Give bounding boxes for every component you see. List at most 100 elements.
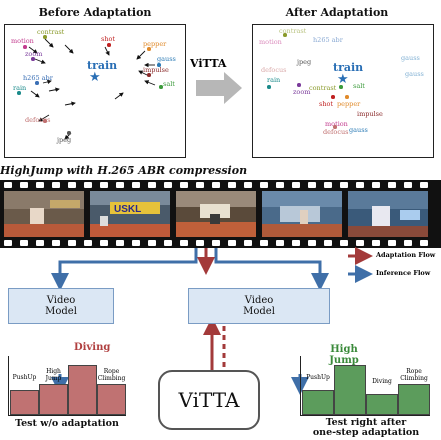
bar-label-rope-climbing: Rope Climbing <box>400 368 428 383</box>
film-strip-graphic: USKL <box>4 182 428 246</box>
label-gauss: gauss <box>401 54 420 62</box>
video-model-right-line1: Video <box>244 295 274 306</box>
bar-label-diving: Diving <box>372 378 392 386</box>
svg-text:USKL: USKL <box>114 204 141 215</box>
rain-dot <box>17 91 21 95</box>
label-gauss: gauss <box>157 55 176 63</box>
film-strip: USKL <box>0 180 441 248</box>
label-shot: shot <box>101 35 116 43</box>
film-title-italic: H.265 ABR compression <box>97 164 248 177</box>
pepper-dot <box>345 95 349 99</box>
salt-dot <box>339 85 343 89</box>
label-motion: motion <box>259 38 282 46</box>
video-model-left-line1: Video <box>46 295 76 306</box>
label-jpeg: jpeg <box>297 58 312 66</box>
right-caption-line2: one-step adaptation <box>312 427 420 438</box>
zoom-dot <box>31 57 35 61</box>
after-adaptation-panel: contrast motion h265 abr jpeg gauss rain… <box>252 24 434 158</box>
label-defocus: defocus <box>25 116 51 124</box>
bar-diving <box>366 394 398 415</box>
label-pepper: pepper <box>143 40 167 48</box>
left-chart-caption: Test w/o adaptation <box>15 418 119 429</box>
before-adaptation-panel: contrast motion zoom h265 abr rain shot … <box>4 24 186 158</box>
bar-label-high-jump: High Jump <box>45 368 62 383</box>
right-highlight-label: High Jump <box>329 344 359 366</box>
label-h265-abr: h265 abr <box>23 74 53 82</box>
video-model-right-line2: Model <box>243 306 275 317</box>
shot-dot <box>331 95 335 99</box>
video-frame-3 <box>176 191 256 237</box>
label-shot: shot <box>319 100 334 108</box>
label-motion-2: motion <box>325 120 348 128</box>
train-star-icon: ★ <box>337 72 349 87</box>
before-arrows <box>28 38 156 140</box>
gauss-dot <box>157 63 161 67</box>
label-salt: salt <box>353 82 365 90</box>
train-label: train <box>333 61 364 74</box>
label-defocus: defocus <box>323 128 349 136</box>
vitta-arrow-label: ViTTA <box>190 57 227 70</box>
vitta-box: ViTTA <box>158 370 260 430</box>
label-motion: motion <box>11 37 34 45</box>
label-defocus-2: defocus <box>261 66 287 74</box>
film-strip-title: HighJump with H.265 ABR compression <box>0 164 247 177</box>
shot-dot <box>107 43 111 47</box>
label-zoom: zoom <box>25 50 43 58</box>
legend-adaptation-flow: Adaptation Flow <box>376 251 436 259</box>
label-impulse: impulse <box>143 66 169 74</box>
bar-diving <box>68 364 97 415</box>
train-label: train <box>87 59 118 72</box>
contrast-dot <box>283 33 287 37</box>
label-contrast: contrast <box>37 28 65 36</box>
defocus-dot <box>43 119 47 123</box>
film-title-prefix: HighJump with <box>0 164 98 177</box>
h265-abr-dot <box>35 81 39 85</box>
rain-dot <box>267 85 271 89</box>
video-frame-5 <box>348 191 428 237</box>
left-chart-bars: PushUp High Jump Rope Climbing <box>10 356 126 415</box>
left-chart: PushUp High Jump Rope Climbing Diving <box>8 342 126 416</box>
motion-dot <box>23 45 27 49</box>
label-salt: salt <box>163 80 175 88</box>
label-contrast-2: contrast <box>309 84 337 92</box>
label-pepper: pepper <box>337 100 361 108</box>
label-jpeg: jpeg <box>57 136 72 144</box>
right-chart-caption: Test right after one-step adaptation <box>298 418 434 438</box>
left-highlight-label: Diving <box>74 342 111 353</box>
label-zoom: zoom <box>293 88 311 96</box>
label-impulse: impulse <box>357 110 383 118</box>
label-rain: rain <box>13 84 27 92</box>
bar-high-jump <box>39 384 68 415</box>
label-gauss-3: gauss <box>405 70 424 78</box>
bar-rope-climbing <box>398 384 430 415</box>
grey-arrow-icon <box>196 72 242 104</box>
before-adaptation-title: Before Adaptation <box>38 6 152 19</box>
bar-label-pushup: PushUp <box>12 374 37 382</box>
pepper-dot <box>147 47 151 51</box>
bar-label-pushup: PushUp <box>306 374 330 382</box>
video-model-left: Video Model <box>8 288 114 324</box>
bar-pushup <box>302 390 334 415</box>
label-contrast: contrast <box>279 27 307 35</box>
flow-arrows <box>51 247 373 395</box>
legend-arrows <box>348 247 373 283</box>
label-gauss-2: gauss <box>349 126 368 134</box>
zoom-dot <box>297 83 301 87</box>
jpeg-dot <box>67 131 71 135</box>
label-rain: rain <box>267 76 281 84</box>
video-frame-1 <box>4 191 84 237</box>
after-adaptation-title: After Adaptation <box>285 6 389 19</box>
contrast-dot <box>43 35 47 39</box>
video-frame-2: USKL <box>90 191 170 237</box>
legend-inference-flow: Inference Flow <box>376 269 431 277</box>
bar-pushup <box>10 390 39 415</box>
bar-label-rope-climbing: Rope Climbing <box>97 368 126 383</box>
impulse-dot <box>147 73 151 77</box>
bar-high-jump <box>334 364 366 415</box>
video-model-right: Video Model <box>188 288 330 324</box>
salt-dot <box>159 85 163 89</box>
right-caption-line1: Test right after <box>325 417 407 428</box>
bar-rope-climbing <box>97 384 126 415</box>
